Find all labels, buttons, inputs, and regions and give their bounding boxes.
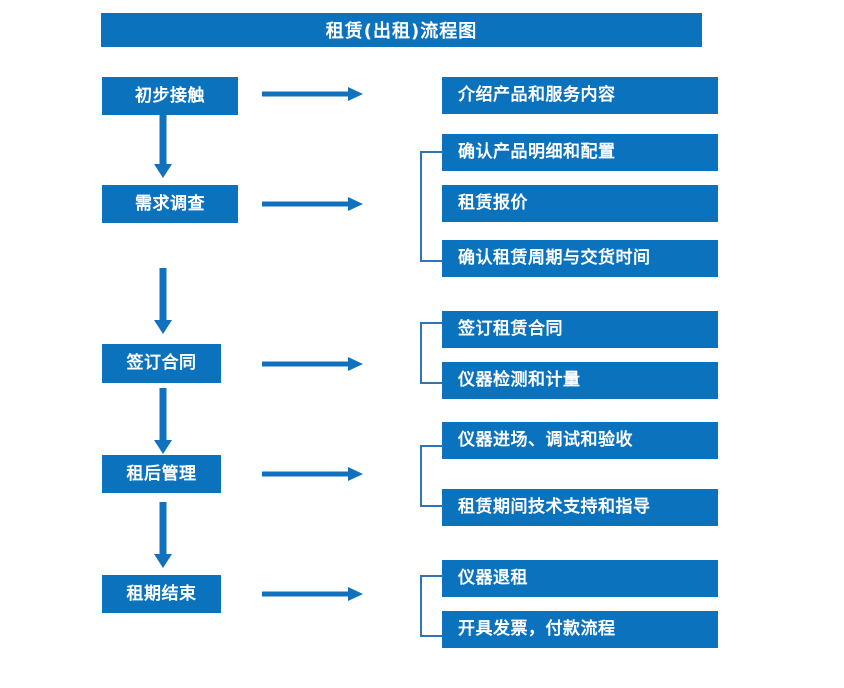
vertical-arrow-3 — [154, 388, 172, 454]
bracket-group-1 — [420, 151, 442, 262]
stage-box-5[interactable]: 租期结束 — [102, 575, 221, 613]
vertical-arrow-1 — [154, 112, 172, 178]
stage-box-2[interactable]: 需求调查 — [102, 185, 238, 223]
detail-box-1[interactable]: 介绍产品和服务内容 — [442, 77, 718, 114]
detail-box-3[interactable]: 租赁报价 — [442, 185, 718, 222]
flowchart-title: 租赁(出租)流程图 — [101, 13, 702, 47]
bracket-group-4 — [420, 575, 442, 637]
detail-box-5[interactable]: 签订租赁合同 — [442, 311, 718, 348]
stage-box-1[interactable]: 初步接触 — [102, 77, 238, 115]
horizontal-arrow-2 — [262, 197, 363, 211]
stage-box-3[interactable]: 签订合同 — [102, 344, 221, 383]
horizontal-arrow-1 — [262, 87, 363, 101]
bracket-group-2 — [420, 322, 442, 384]
horizontal-arrow-5 — [262, 587, 363, 601]
vertical-arrow-2 — [154, 268, 172, 334]
detail-box-8[interactable]: 租赁期间技术支持和指导 — [442, 489, 718, 526]
detail-box-4[interactable]: 确认租赁周期与交货时间 — [442, 240, 718, 277]
detail-box-9[interactable]: 仪器退租 — [442, 560, 718, 597]
detail-box-2[interactable]: 确认产品明细和配置 — [442, 134, 718, 171]
horizontal-arrow-3 — [262, 357, 363, 371]
vertical-arrow-4 — [154, 502, 172, 568]
detail-box-6[interactable]: 仪器检测和计量 — [442, 362, 718, 399]
stage-box-4[interactable]: 租后管理 — [102, 455, 221, 493]
detail-box-10[interactable]: 开具发票，付款流程 — [442, 611, 718, 648]
detail-box-7[interactable]: 仪器进场、调试和验收 — [442, 422, 718, 459]
horizontal-arrow-4 — [262, 467, 363, 481]
bracket-group-3 — [420, 445, 442, 507]
